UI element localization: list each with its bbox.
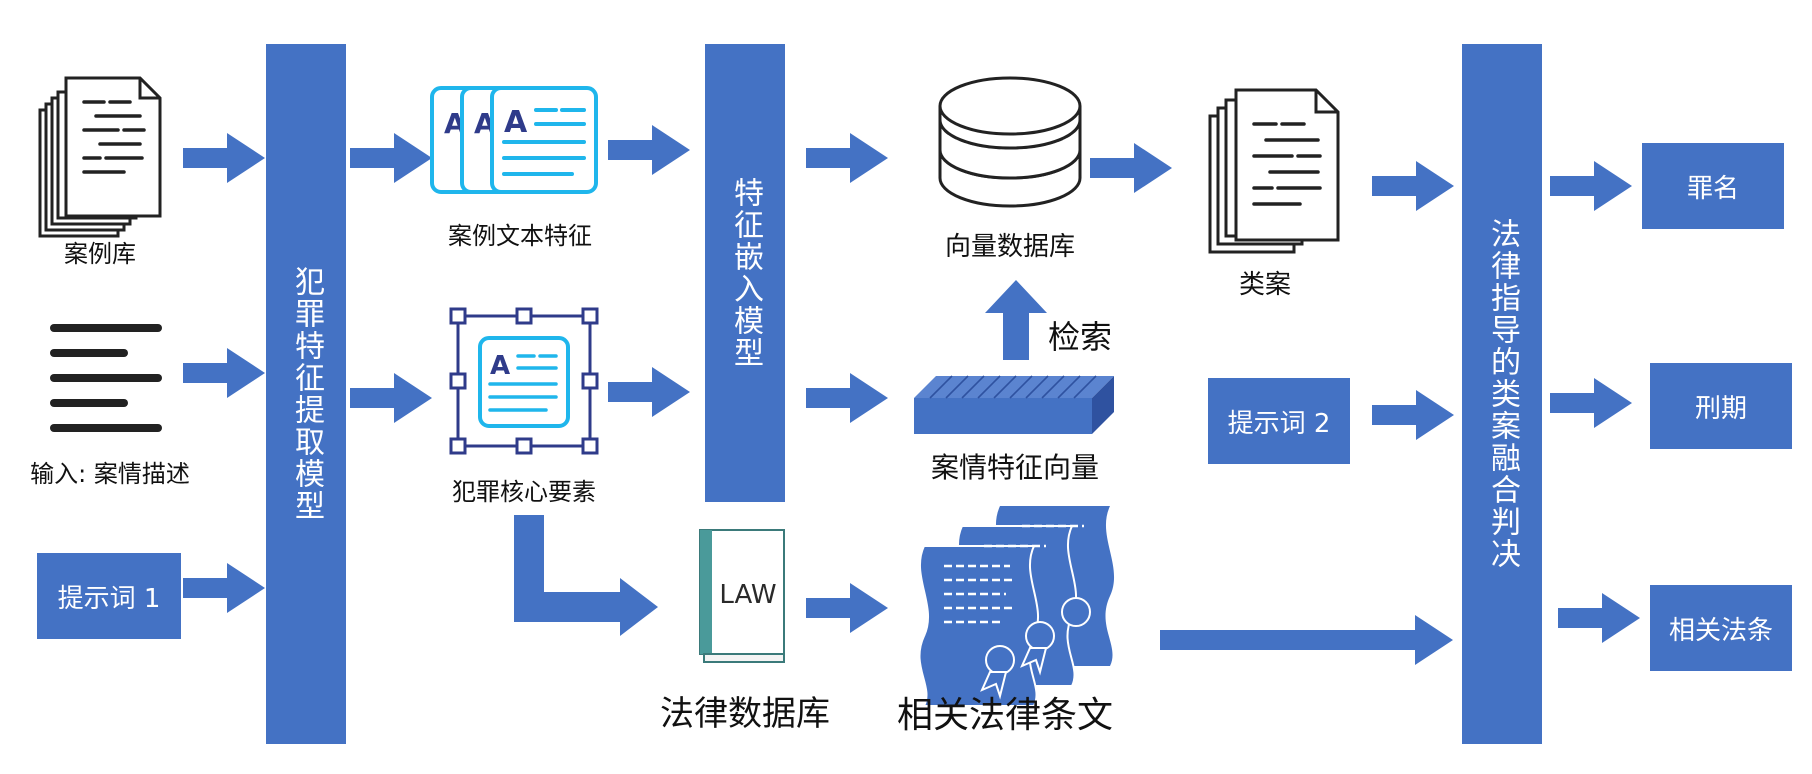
prompt-2-box: 提示词 2 bbox=[1208, 378, 1350, 464]
legal-scrolls-icon bbox=[918, 506, 1115, 707]
database-disks-icon bbox=[938, 76, 1082, 208]
feature-embedding-model: 特征嵌入模型 bbox=[705, 44, 785, 502]
svg-text:A: A bbox=[490, 351, 510, 381]
output-charge-label: 罪名 bbox=[1686, 173, 1739, 204]
svg-text:A: A bbox=[504, 105, 528, 140]
prompt-1-label: 提示词 1 bbox=[57, 583, 161, 614]
feature-vector-slab-icon bbox=[914, 375, 1114, 434]
text-feature-cards-icon: A A A bbox=[430, 86, 598, 194]
output-sentence-box: 刑期 bbox=[1650, 363, 1792, 449]
case-library-label: 案例库 bbox=[64, 240, 136, 268]
law-database-label: 法律数据库 bbox=[660, 694, 830, 734]
similar-case-docs-icon bbox=[1208, 88, 1340, 254]
retrieve-label: 检索 bbox=[1047, 318, 1112, 356]
crime-core-elements-label: 犯罪核心要素 bbox=[452, 478, 596, 506]
core-element-frame-icon: A bbox=[449, 307, 599, 455]
input-case-description-label: 输入: 案情描述 bbox=[30, 460, 190, 488]
vector-database-label: 向量数据库 bbox=[944, 232, 1075, 262]
text-lines-icon bbox=[50, 324, 162, 432]
related-law-articles-label: 相关法律条文 bbox=[896, 695, 1113, 736]
crime-feature-extraction-model-label: 犯罪特征提取模型 bbox=[289, 266, 324, 522]
output-charge-box: 罪名 bbox=[1642, 143, 1784, 229]
document-stack-icon bbox=[38, 76, 162, 238]
law-guided-fusion-judgment-label: 法律指导的类案融合判决 bbox=[1485, 218, 1520, 570]
crime-feature-extraction-model: 犯罪特征提取模型 bbox=[266, 44, 346, 744]
case-text-feature-label: 案例文本特征 bbox=[448, 222, 592, 250]
prompt-1-box: 提示词 1 bbox=[37, 553, 181, 639]
law-guided-fusion-judgment-model: 法律指导的类案融合判决 bbox=[1462, 44, 1542, 744]
prompt-2-label: 提示词 2 bbox=[1227, 408, 1331, 439]
output-sentence-label: 刑期 bbox=[1694, 393, 1747, 424]
similar-case-label: 类案 bbox=[1238, 270, 1291, 300]
law-book-icon: LAW bbox=[699, 529, 785, 663]
case-feature-vector-label: 案情特征向量 bbox=[930, 451, 1099, 484]
law-book-text: LAW bbox=[719, 580, 776, 610]
output-articles-label: 相关法条 bbox=[1668, 615, 1773, 646]
feature-embedding-model-label: 特征嵌入模型 bbox=[728, 177, 763, 369]
flow-arrows bbox=[183, 125, 1640, 665]
output-articles-box: 相关法条 bbox=[1650, 585, 1792, 671]
